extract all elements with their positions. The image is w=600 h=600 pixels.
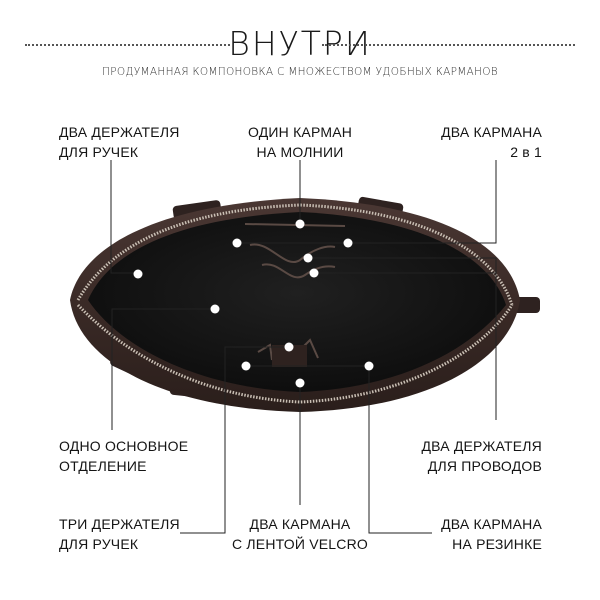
page-subtitle: ПРОДУМАННАЯ КОМПОНОВКА С МНОЖЕСТВОМ УДОБ…: [102, 66, 498, 78]
callout-two-handle-holders: ДВА ДЕРЖАТЕЛЯ ДЛЯ РУЧЕК: [59, 122, 180, 162]
callout-main-compartment: ОДНО ОСНОВНОЕ ОТДЕЛЕНИЕ: [59, 436, 188, 476]
callout-line-2: С ЛЕНТОЙ VELCRO: [232, 536, 368, 552]
callout-line-2: ОТДЕЛЕНИЕ: [59, 458, 147, 474]
callout-velcro-pockets: ДВА КАРМАНА С ЛЕНТОЙ VELCRO: [200, 514, 400, 554]
callout-markers: [133, 219, 374, 388]
callout-line-2: 2 в 1: [510, 144, 542, 160]
callout-lines: [110, 160, 497, 534]
callout-line-1: ДВА ДЕРЖАТЕЛЯ: [59, 124, 180, 140]
callout-line-2: ДЛЯ РУЧЕК: [59, 536, 139, 552]
callout-zip-pocket: ОДИН КАРМАН НА МОЛНИИ: [200, 122, 400, 162]
callout-cable-holders: ДВА ДЕРЖАТЕЛЯ ДЛЯ ПРОВОДОВ: [392, 436, 542, 476]
callout-line-1: ДВА КАРМАНА: [249, 516, 351, 532]
callout-line-2: НА МОЛНИИ: [256, 144, 344, 160]
callout-three-pen-holders: ТРИ ДЕРЖАТЕЛЯ ДЛЯ РУЧЕК: [59, 514, 180, 554]
callout-two-in-one-pockets: ДВА КАРМАНА 2 в 1: [392, 122, 542, 162]
title-divider-right: [322, 44, 575, 46]
callout-line-1: ТРИ ДЕРЖАТЕЛЯ: [59, 516, 180, 532]
callout-line-1: ДВА ДЕРЖАТЕЛЯ: [421, 438, 542, 454]
callout-line-1: ДВА КАРМАНА: [441, 124, 542, 140]
callout-line-1: ОДНО ОСНОВНОЕ: [59, 438, 189, 454]
callout-line-1: ДВА КАРМАНА: [441, 516, 542, 532]
bag-lining: [88, 212, 506, 392]
callout-line-2: НА РЕЗИНКЕ: [452, 536, 542, 552]
callout-line-2: ДЛЯ ПРОВОДОВ: [427, 458, 542, 474]
page-title: ВНУТРИ: [228, 24, 372, 63]
title-divider-left: [25, 44, 230, 46]
callout-line-1: ОДИН КАРМАН: [247, 124, 353, 140]
callout-elastic-pockets: ДВА КАРМАНА НА РЕЗИНКЕ: [392, 514, 542, 554]
callout-line-2: ДЛЯ РУЧЕК: [59, 144, 139, 160]
